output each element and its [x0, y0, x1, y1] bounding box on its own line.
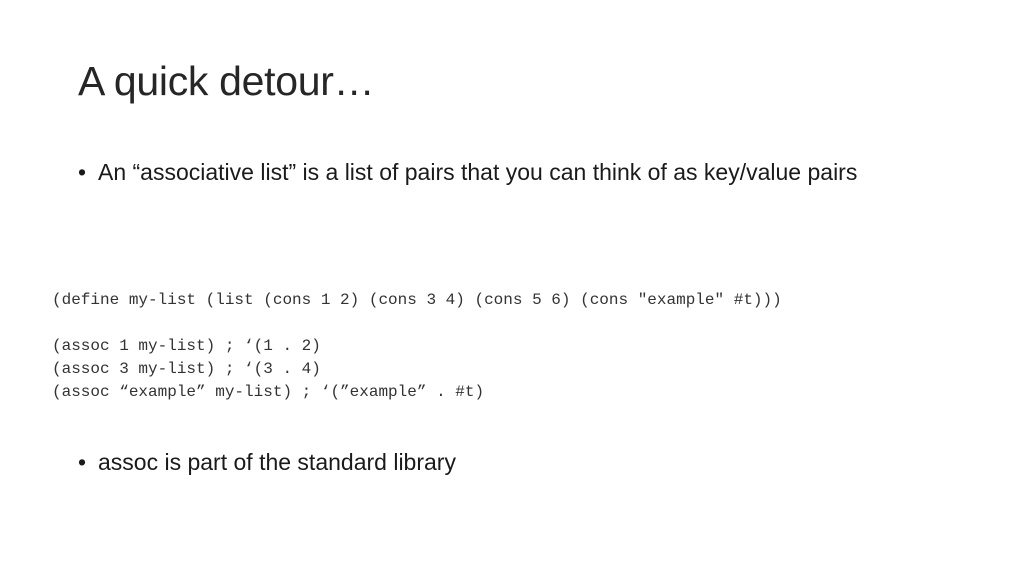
code-line: (assoc “example” my-list) ; ‘(”example” … [52, 383, 485, 401]
bullet-item: • An “associative list” is a list of pai… [78, 156, 958, 189]
bullet-text: assoc is part of the standard library [98, 449, 456, 475]
slide-title: A quick detour… [78, 58, 375, 104]
code-line: (assoc 1 my-list) ; ‘(1 . 2) [52, 337, 321, 355]
code-line: (define my-list (list (cons 1 2) (cons 3… [52, 291, 782, 309]
bullet-text: An “associative list” is a list of pairs… [98, 159, 858, 185]
bullet-item: • assoc is part of the standard library [78, 446, 958, 479]
bullet-dot-icon: • [78, 449, 87, 475]
bullet-dot-icon: • [78, 159, 87, 185]
code-line: (assoc 3 my-list) ; ‘(3 . 4) [52, 360, 321, 378]
